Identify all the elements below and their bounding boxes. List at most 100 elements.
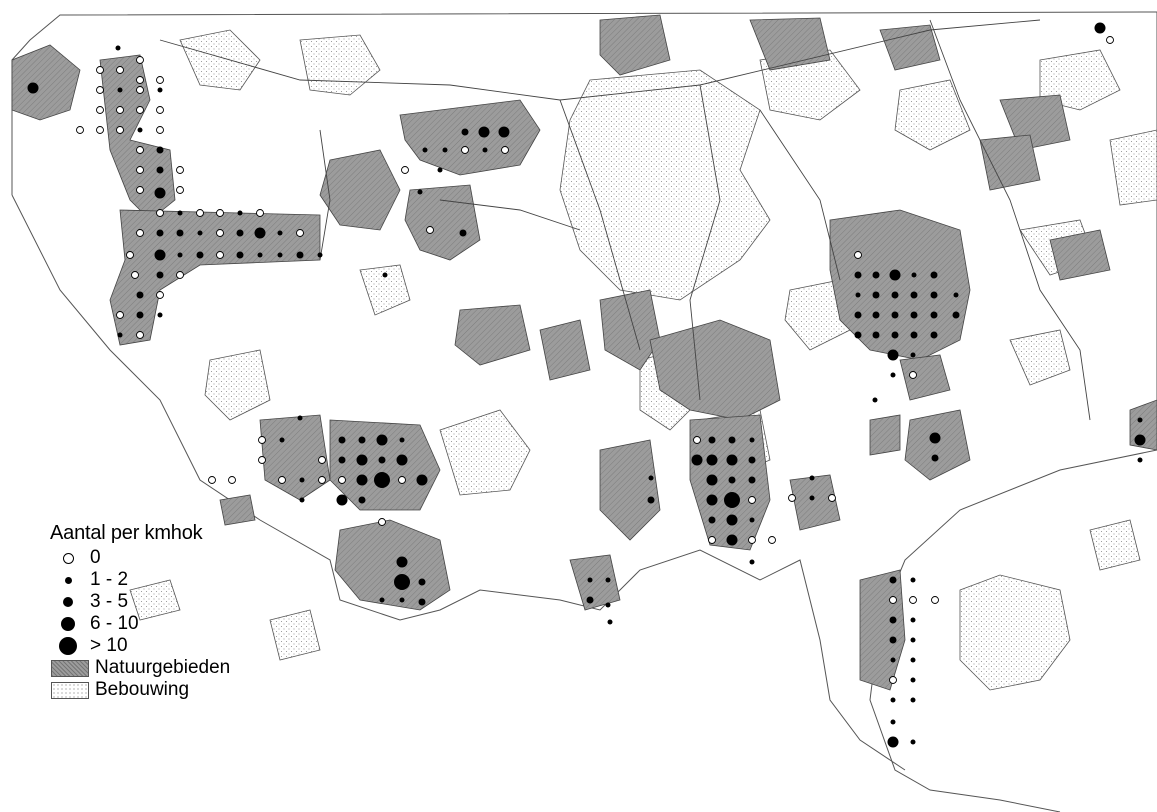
medium-dot-symbol [854, 311, 862, 319]
medium-dot-symbol [930, 271, 938, 279]
small-dot-symbol [809, 495, 815, 501]
large-dot-symbol [706, 494, 718, 506]
open-circle-symbol [461, 146, 469, 154]
open-circle-symbol [96, 86, 104, 94]
open-circle-symbol [426, 226, 434, 234]
large-dot-symbol [356, 474, 368, 486]
legend-item-built: Bebouwing [50, 679, 230, 701]
open-circle-symbol [96, 126, 104, 134]
medium-dot-symbol [136, 311, 144, 319]
open-circle-symbol [136, 331, 144, 339]
medium-dot-symbol [586, 596, 594, 604]
open-circle-symbol [126, 251, 134, 259]
open-circle-symbol [136, 106, 144, 114]
legend-label: 3 - 5 [90, 591, 129, 612]
open-circle-symbol [889, 676, 897, 684]
open-circle-symbol [156, 106, 164, 114]
medium-dot-symbol [176, 229, 184, 237]
open-circle-symbol [136, 186, 144, 194]
small-dot-symbol [1137, 457, 1143, 463]
open-circle-symbol [156, 126, 164, 134]
medium-dot-symbol [891, 291, 899, 299]
medium-dot-symbol [236, 251, 244, 259]
open-circle-symbol [156, 291, 164, 299]
large-dot-symbol [396, 454, 408, 466]
medium-dot-symbol [296, 251, 304, 259]
large-dot-symbol [254, 227, 266, 239]
medium-dot-symbol [930, 311, 938, 319]
legend-title: Aantal per kmhok [50, 522, 203, 544]
legend-item-nature: Natuurgebieden [50, 657, 230, 679]
roads [159, 19, 1091, 421]
medium-dot-symbol [156, 166, 164, 174]
open-circle-symbol [708, 536, 716, 544]
small-dot-symbol [910, 617, 916, 623]
open-circle-icon [62, 552, 74, 564]
medium-dot-symbol [156, 271, 164, 279]
medium-dot-symbol [708, 516, 716, 524]
small-dot-symbol [890, 372, 896, 378]
open-circle-symbol [256, 209, 264, 217]
large-dot-icon [61, 617, 75, 631]
medium-dot-symbol [156, 229, 164, 237]
small-dot-symbol [1137, 417, 1143, 423]
occurrence-symbols [27, 22, 1146, 748]
map-legend: Aantal per kmhok 0 1 - 2 3 - 5 6 - 10 > … [50, 522, 230, 701]
open-circle-symbol [748, 496, 756, 504]
medium-dot-symbol [338, 436, 346, 444]
small-dot-symbol [749, 437, 755, 443]
legend-item-4: > 10 [50, 635, 230, 657]
open-circle-symbol [258, 456, 266, 464]
large-dot-symbol [154, 249, 166, 261]
medium-dot-symbol [889, 576, 897, 584]
large-dot-symbol [726, 454, 738, 466]
large-dot-symbol [726, 534, 738, 546]
open-circle-symbol [176, 166, 184, 174]
legend-item-2: 3 - 5 [50, 591, 230, 613]
small-dot-symbol [379, 597, 385, 603]
large-dot-symbol [27, 82, 39, 94]
open-circle-symbol [296, 229, 304, 237]
small-dot-symbol [257, 252, 263, 258]
extra-large-dot-symbol [374, 472, 390, 488]
medium-dot-symbol [728, 436, 736, 444]
small-dot-symbol [399, 437, 405, 443]
legend-label: 6 - 10 [90, 613, 139, 634]
open-circle-symbol [338, 476, 346, 484]
small-dot-symbol [910, 577, 916, 583]
medium-dot-symbol [647, 496, 655, 504]
small-dot-symbol [910, 739, 916, 745]
small-dot-symbol [607, 619, 613, 625]
small-dot-symbol [910, 657, 916, 663]
open-circle-symbol [116, 311, 124, 319]
medium-dot-symbol [891, 311, 899, 319]
open-circle-symbol [131, 271, 139, 279]
open-circle-symbol [258, 436, 266, 444]
medium-dot-symbol [872, 311, 880, 319]
small-dot-symbol [297, 415, 303, 421]
medium-dot-icon [63, 597, 73, 607]
small-dot-symbol [177, 210, 183, 216]
medium-dot-symbol [872, 331, 880, 339]
small-dot-icon [64, 576, 72, 584]
small-dot-symbol [890, 657, 896, 663]
medium-dot-symbol [418, 578, 426, 586]
medium-dot-symbol [872, 271, 880, 279]
medium-dot-symbol [418, 598, 426, 606]
medium-dot-symbol [136, 291, 144, 299]
medium-dot-symbol [854, 271, 862, 279]
open-circle-symbol [909, 596, 917, 604]
open-circle-symbol [278, 476, 286, 484]
open-circle-symbol [156, 76, 164, 84]
large-dot-symbol [1134, 434, 1146, 446]
open-circle-symbol [854, 251, 862, 259]
legend-label: 0 [90, 547, 101, 568]
open-circle-symbol [378, 518, 386, 526]
open-circle-symbol [828, 494, 836, 502]
medium-dot-symbol [910, 291, 918, 299]
extra-large-dot-symbol [724, 492, 740, 508]
medium-dot-symbol [338, 456, 346, 464]
open-circle-symbol [216, 251, 224, 259]
small-dot-symbol [809, 475, 815, 481]
